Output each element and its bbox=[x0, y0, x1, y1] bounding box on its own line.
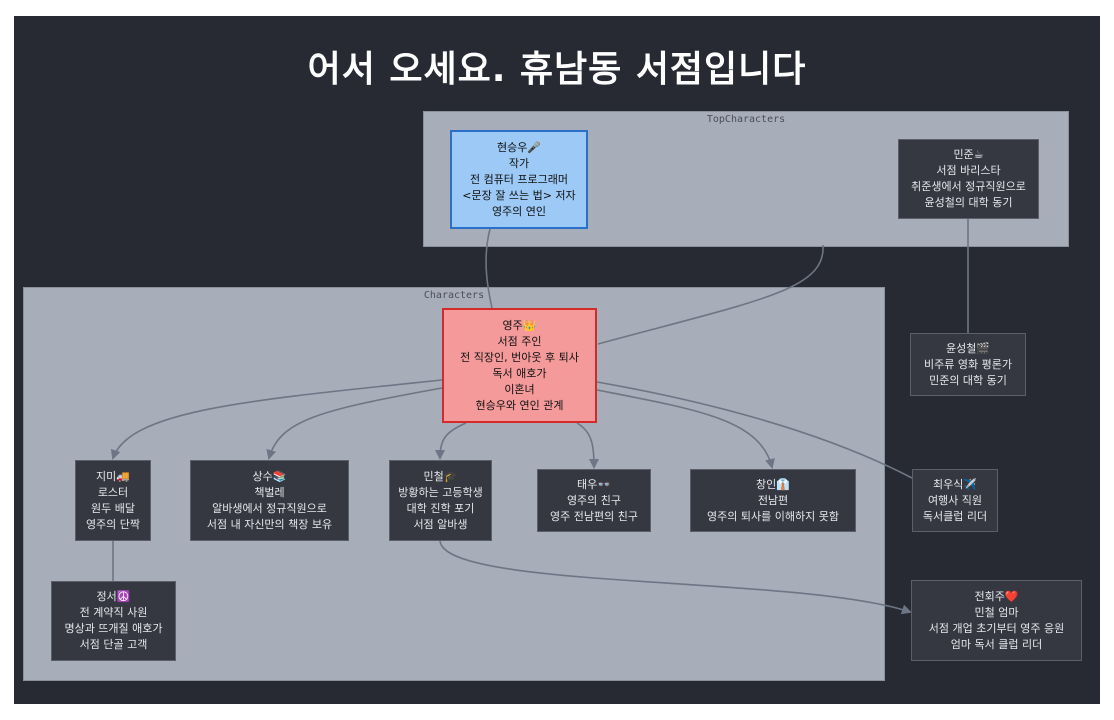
node-line: 로스터 bbox=[97, 485, 129, 499]
node-line: 방황하는 고등학생 bbox=[398, 485, 483, 499]
node-line: 알바생에서 정규직원으로 bbox=[212, 501, 327, 515]
node-line: 작가 bbox=[508, 156, 530, 170]
node-name: 지미🚚 bbox=[96, 469, 130, 483]
node-line: 서점 알바생 bbox=[413, 517, 468, 531]
node-choeusik[interactable]: 최우식✈️ 여행사 직원 독서클럽 리더 bbox=[912, 469, 998, 532]
node-changin[interactable]: 창인👔 전남편 영주의 퇴사를 이해하지 못함 bbox=[690, 469, 856, 532]
node-line: 책벌레 bbox=[254, 485, 285, 499]
group-label: TopCharacters bbox=[706, 114, 786, 125]
node-line: 민준의 대학 동기 bbox=[929, 373, 1007, 387]
node-mincheol[interactable]: 민철🎓 방황하는 고등학생 대학 진학 포기 서점 알바생 bbox=[389, 460, 492, 541]
node-minjun[interactable]: 민준☕ 서점 바리스타 취준생에서 정규직원으로 윤성철의 대학 동기 bbox=[898, 139, 1039, 219]
node-taeu[interactable]: 태우👓 영주의 친구 영주 전남편의 친구 bbox=[537, 469, 651, 532]
node-yunseongcheol[interactable]: 윤성철🎬 비주류 영화 평론가 민준의 대학 동기 bbox=[910, 333, 1026, 396]
node-line: 엄마 독서 클럽 리더 bbox=[950, 637, 1043, 651]
node-jeonhoeju[interactable]: 전회주❤️ 민철 엄마 서점 개업 초기부터 영주 응원 엄마 독서 클럽 리더 bbox=[911, 580, 1082, 661]
node-line: 영주의 친구 bbox=[566, 493, 622, 507]
node-name: 최우식✈️ bbox=[932, 477, 978, 491]
node-jeongseo[interactable]: 정서☮️ 전 계약직 사원 명상과 뜨개질 애호가 서점 단골 고객 bbox=[51, 581, 176, 661]
node-jimi[interactable]: 지미🚚 로스터 원두 배달 영주의 단짝 bbox=[75, 460, 151, 541]
node-line: 전남편 bbox=[757, 493, 789, 507]
node-line: 서점 개업 초기부터 영주 응원 bbox=[928, 621, 1065, 635]
node-line: 여행사 직원 bbox=[927, 493, 983, 507]
node-line: <문장 잘 쓰는 법> 저자 bbox=[462, 188, 576, 202]
group-label: Characters bbox=[423, 290, 485, 301]
diagram-title: 어서 오세요. 휴남동 서점입니다 bbox=[307, 49, 807, 90]
node-name: 현승우🎤 bbox=[496, 140, 542, 154]
node-hyunseungwoo[interactable]: 현승우🎤 작가 전 컴퓨터 프로그래머 <문장 잘 쓰는 법> 저자 영주의 연… bbox=[450, 130, 588, 229]
node-yeongju[interactable]: 영주👑 서점 주인 전 직장인, 번아웃 후 퇴사 독서 애호가 이혼녀 현승우… bbox=[442, 308, 597, 423]
node-line: 서점 주인 bbox=[497, 334, 542, 348]
node-line: 영주의 연인 bbox=[491, 204, 547, 218]
node-line: 원두 배달 bbox=[91, 501, 135, 515]
node-line: 서점 바리스타 bbox=[936, 164, 1001, 177]
node-line: 이혼녀 bbox=[504, 382, 535, 396]
node-line: 영주 전남편의 친구 bbox=[550, 509, 638, 523]
node-line: 서점 단골 고객 bbox=[79, 638, 148, 651]
node-name: 태우👓 bbox=[577, 477, 611, 491]
node-line: 취준생에서 정규직원으로 bbox=[911, 180, 1026, 193]
node-line: 윤성철의 대학 동기 bbox=[924, 196, 1013, 209]
node-sangsu[interactable]: 상수📚 책벌레 알바생에서 정규직원으로 서점 내 자신만의 책장 보유 bbox=[190, 460, 349, 541]
node-line: 비주류 영화 평론가 bbox=[924, 357, 1012, 371]
node-line: 전 컴퓨터 프로그래머 bbox=[469, 172, 569, 186]
node-line: 현승우와 연인 관계 bbox=[475, 398, 564, 412]
node-name: 영주👑 bbox=[502, 318, 537, 332]
node-line: 민철 엄마 bbox=[974, 605, 1019, 619]
node-line: 명상과 뜨개질 애호가 bbox=[64, 622, 163, 635]
node-line: 대학 진학 포기 bbox=[406, 501, 475, 515]
node-line: 독서 애호가 bbox=[492, 366, 547, 380]
node-line: 영주의 단짝 bbox=[85, 517, 141, 531]
node-line: 서점 내 자신만의 책장 보유 bbox=[206, 517, 333, 531]
node-line: 전 계약직 사원 bbox=[79, 606, 148, 619]
node-name: 민준☕ bbox=[953, 148, 984, 161]
node-line: 영주의 퇴사를 이해하지 못함 bbox=[707, 509, 839, 523]
node-name: 윤성철🎬 bbox=[945, 341, 991, 355]
node-line: 전 직장인, 번아웃 후 퇴사 bbox=[460, 350, 579, 364]
node-name: 민철🎓 bbox=[423, 469, 458, 483]
node-line: 독서클럽 리더 bbox=[922, 509, 988, 523]
node-name: 상수📚 bbox=[252, 469, 287, 483]
node-name: 창인👔 bbox=[756, 477, 790, 491]
node-name: 전회주❤️ bbox=[974, 589, 1019, 603]
node-name: 정서☮️ bbox=[96, 590, 131, 603]
